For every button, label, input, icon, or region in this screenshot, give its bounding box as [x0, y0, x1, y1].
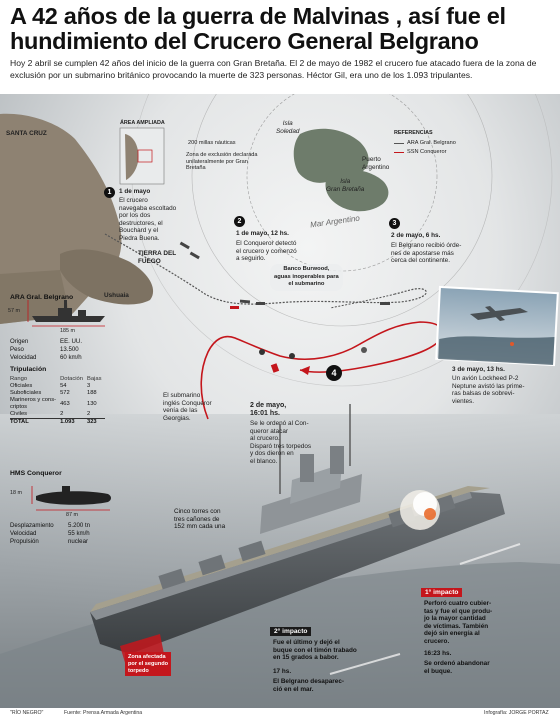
footer-source: Fuente: Prensa Armada Argentina	[64, 710, 143, 716]
label-santa-cruz: SANTA CRUZ	[6, 130, 47, 137]
event-1-time: 1 de mayo	[119, 188, 151, 195]
event-3may-text: Un avión Lockheed P-2 Neptune avistó las…	[452, 375, 525, 405]
label-millas: 200 millas náuticas	[188, 140, 236, 146]
exclusion-zone-circle-2	[191, 94, 493, 327]
event-1-text: El crucero navegaba escoltado por los do…	[119, 197, 177, 242]
conqueror-route	[200, 321, 444, 420]
label-banco-burwood: Banco Burwood, aguas inoperables para el…	[270, 264, 343, 291]
event-marker-4: 4	[326, 365, 342, 381]
event-2may-time: 2 de mayo, 16:01 hs.	[250, 402, 287, 418]
legend-item-belgrano: ARA Gral. Belgrano	[394, 140, 484, 148]
infographic-art	[0, 94, 560, 708]
impact-1-time: 16:23 hs.	[424, 650, 452, 657]
event-marker-1: 1	[104, 187, 115, 198]
towers-note: Cinco torres con tres cañones de 152 mm …	[174, 508, 226, 531]
event-3-time: 2 de mayo, 6 hs.	[391, 232, 441, 239]
legend-title: REFERENCIAS	[394, 130, 433, 136]
label-ushuaia: Ushuaia	[104, 292, 129, 299]
impact-2-after: El Belgrano desaparec- ció en el mar.	[273, 678, 345, 693]
neptune-aircraft-photo	[435, 285, 559, 367]
intro-paragraph: Hoy 2 abril se cumplen 42 años del inici…	[10, 58, 537, 80]
belgrano-name: ARA Gral. Belgrano	[10, 294, 74, 301]
event-marker-2: 2	[234, 216, 245, 227]
footer-credit: Infografía: JORGE PORTAZ	[484, 710, 549, 716]
exclusion-zone-circle-1	[246, 94, 438, 272]
impact-1-text: Perforó cuatro cubier- tas y fue el que …	[424, 600, 493, 645]
belgrano-route	[104, 233, 427, 305]
label-tierra-del-fuego: TIERRA DEL FUEGO	[138, 250, 176, 265]
event-2-time: 1 de mayo, 12 hs.	[236, 230, 289, 237]
crew-title: Tripulación	[10, 366, 47, 373]
impact-1-after: Se ordenó abandonar el buque.	[424, 660, 490, 675]
impact-2-text: Fue el último y dejó el buque con el tim…	[273, 639, 357, 662]
impact-1-badge: 1° impacto	[421, 588, 463, 597]
ship-markers	[179, 241, 390, 373]
label-area-ampliada: ÁREA AMPLIADA	[120, 120, 165, 126]
label-zona-exclusion: Zona de exclusión declarada unilateralme…	[186, 152, 258, 172]
conqueror-name: HMS Conqueror	[10, 470, 62, 477]
arrow-left-icon	[394, 142, 404, 144]
infographic-stage: SANTA CRUZ TIERRA DEL FUEGO Ushuaia Isla…	[0, 94, 560, 708]
page-title: A 42 años de la guerra de Malvinas , así…	[10, 3, 506, 54]
tierra-del-fuego-land	[60, 249, 154, 305]
conqueror-name-box: HMS Conqueror	[10, 470, 62, 478]
conqueror-length: 87 m	[66, 512, 78, 518]
belgrano-height: 57 m	[8, 308, 20, 314]
event-2-text: El Conqueror detectó el crucero y comenz…	[236, 240, 297, 263]
isla-gran-bretana-land	[325, 169, 389, 212]
submarine-note: El submarino inglés Conqueror venía de l…	[163, 392, 212, 422]
event-3-text: El Belgrano recibió órde- nes de apostar…	[391, 242, 462, 265]
impact-2-time: 17 hs.	[273, 668, 292, 675]
legend: REFERENCIAS ARA Gral. Belgrano SSN Conqu…	[394, 130, 484, 157]
arrow-left-icon	[394, 152, 404, 154]
belgrano-specs: ARA Gral. Belgrano	[10, 294, 73, 302]
legend-item-conqueror: SSN Conqueror	[394, 149, 484, 157]
label-puerto-argentino: Puerto Argentino	[362, 156, 390, 171]
conqueror-height: 18 m	[10, 490, 22, 496]
event-2may-text: Se le ordenó al Con- queror atacar al cr…	[250, 420, 312, 465]
label-isla-gran-bretana: Isla Gran Bretaña	[326, 178, 365, 193]
footer-paper: "RÍO NEGRO"	[10, 710, 44, 716]
label-isla-soledad: Isla Soledad	[276, 120, 300, 135]
zone-affected-label: Zona afectada por el segundo torpedo	[125, 652, 172, 677]
belgrano-silhouette	[27, 300, 105, 327]
belgrano-length: 185 m	[60, 328, 75, 334]
event-3may-time: 3 de mayo, 13 hs.	[452, 366, 505, 373]
conqueror-silhouette	[31, 486, 111, 511]
event-marker-3: 3	[389, 218, 400, 229]
impact-2-badge: 2° impacto	[270, 627, 312, 636]
